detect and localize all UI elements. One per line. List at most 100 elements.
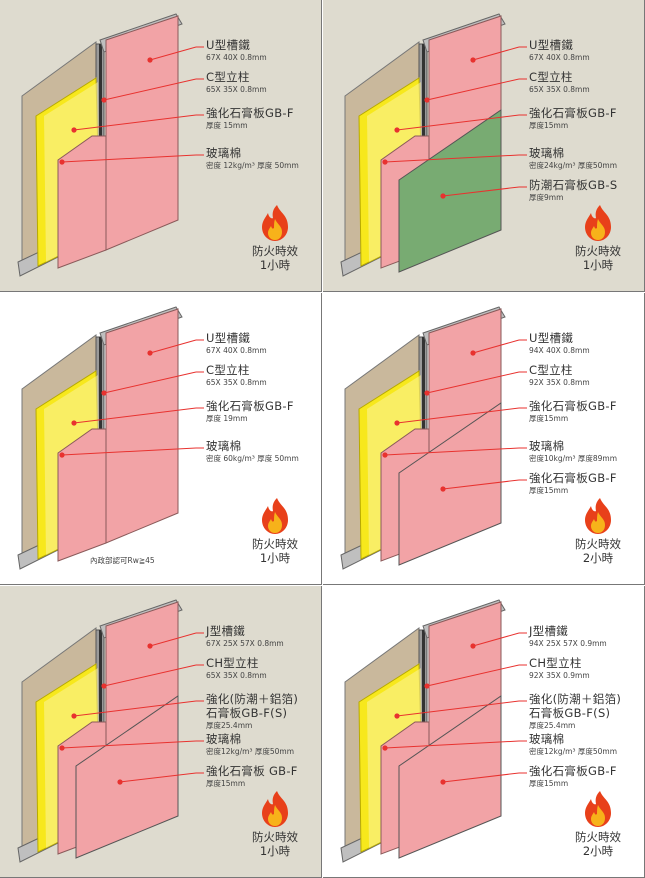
- component-spec: 厚度 19mm: [206, 414, 248, 423]
- component-label: 強化(防潮＋鋁箔)石膏板GB-F(S)厚度25.4mm: [206, 692, 298, 731]
- leader-line-3: [71, 700, 204, 719]
- component-name: C型立柱: [529, 363, 573, 377]
- fire-icon: [262, 205, 288, 241]
- gypsum-board-lower: [57, 135, 107, 269]
- component-name: CH型立柱: [206, 656, 259, 670]
- component-label: 玻璃棉密度 12kg/m³ 厚度 50mm: [206, 146, 299, 171]
- leader-line-5: [117, 772, 204, 785]
- component-name: 玻璃棉: [206, 732, 242, 746]
- leader-marker: [424, 390, 430, 396]
- fire-icon: [585, 498, 611, 534]
- outer-board: [398, 402, 502, 566]
- leader-line-3: [394, 700, 527, 719]
- leader-marker: [440, 779, 446, 785]
- leader-marker: [147, 57, 153, 63]
- wall-section-illustration: [340, 306, 611, 570]
- component-name-line2: 石膏板GB-F(S): [529, 706, 611, 720]
- component-name: 強化(防潮＋鋁箔): [529, 692, 622, 706]
- leader-line-2: [424, 664, 527, 689]
- component-spec: 67X 40X 0.8mm: [206, 346, 267, 355]
- leader-marker: [382, 745, 388, 751]
- leader-line-4: [382, 447, 527, 458]
- fire-rating-label: 防火時效: [252, 537, 298, 551]
- fire-icon: [585, 205, 611, 241]
- component-name: U型槽鐵: [206, 38, 251, 52]
- component-name: 強化石膏板GB-F: [206, 106, 294, 120]
- leader-marker: [440, 486, 446, 492]
- component-spec: 密度 12kg/m³ 厚度 50mm: [206, 161, 299, 170]
- certification-note: 內政部認可Rw≧45: [90, 556, 155, 565]
- component-spec: 厚度15mm: [529, 121, 569, 130]
- component-name: J型槽鐵: [529, 624, 569, 638]
- fire-rating-label: 防火時效: [252, 830, 298, 844]
- leader-line-1: [147, 339, 204, 356]
- fire-icon: [585, 791, 611, 827]
- component-spec: 67X 40X 0.8mm: [529, 53, 590, 62]
- component-spec: 厚度25.4mm: [206, 721, 253, 730]
- component-spec: 密度12kg/m³ 厚度50mm: [529, 747, 618, 756]
- leader-marker: [382, 159, 388, 165]
- component-name: C型立柱: [529, 70, 573, 84]
- leader-marker: [101, 97, 107, 103]
- leader-marker: [382, 452, 388, 458]
- component-label: 玻璃棉密度 60kg/m³ 厚度 50mm: [206, 439, 299, 464]
- leader-line-1: [147, 632, 204, 649]
- leader-marker: [147, 350, 153, 356]
- component-name: 強化石膏板GB-F: [529, 764, 617, 778]
- leader-marker: [71, 713, 77, 719]
- leader-line-1: [147, 46, 204, 63]
- leader-line-1: [470, 46, 527, 63]
- component-spec: 厚度25.4mm: [529, 721, 576, 730]
- fire-rating-label: 防火時效: [575, 830, 621, 844]
- component-spec: 密度 60kg/m³ 厚度 50mm: [206, 454, 299, 463]
- component-spec: 厚度15mm: [529, 779, 569, 788]
- component-label: 玻璃棉密度24kg/m³ 厚度50mm: [529, 146, 617, 171]
- fire-rating-duration: 1小時: [259, 258, 291, 272]
- leader-marker: [101, 390, 107, 396]
- leader-marker: [59, 452, 65, 458]
- leader-marker: [394, 127, 400, 133]
- leader-marker: [101, 683, 107, 689]
- leader-marker: [147, 643, 153, 649]
- component-name: 玻璃棉: [206, 439, 242, 453]
- leader-line-4: [59, 154, 204, 165]
- outer-board: [398, 695, 502, 859]
- component-spec: 65X 35X 0.8mm: [206, 378, 267, 387]
- wall-section-illustration: [340, 13, 611, 277]
- component-name-line2: 石膏板GB-F(S): [206, 706, 288, 720]
- fire-rating-label: 防火時效: [575, 244, 621, 258]
- component-name: U型槽鐵: [206, 331, 251, 345]
- wall-section-illustration: [17, 599, 288, 863]
- fire-rating-duration: 1小時: [259, 844, 291, 858]
- leader-line-2: [101, 664, 204, 689]
- component-spec: 厚度9mm: [529, 193, 564, 202]
- leader-line-1: [470, 632, 527, 649]
- leader-line-2: [101, 371, 204, 396]
- component-label: 玻璃棉密度10kg/m³ 厚度89mm: [529, 439, 617, 464]
- leader-marker: [470, 643, 476, 649]
- leader-line-4: [382, 154, 527, 165]
- component-name: 玻璃棉: [529, 146, 565, 160]
- component-spec: 94X 25X 57X 0.9mm: [529, 639, 607, 648]
- fire-rating-label: 防火時效: [575, 537, 621, 551]
- component-label: 強化(防潮＋鋁箔)石膏板GB-F(S)厚度25.4mm: [529, 692, 621, 731]
- component-spec: 92X 35X 0.9mm: [529, 671, 590, 680]
- component-spec: 密度12kg/m³ 厚度50mm: [206, 747, 295, 756]
- wall-section-illustration: [17, 13, 288, 277]
